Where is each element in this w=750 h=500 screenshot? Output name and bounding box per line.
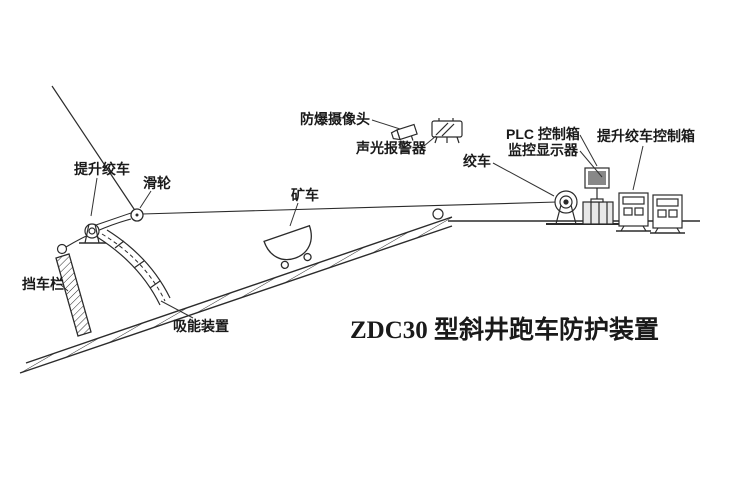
alarm-device-icon [431,118,463,144]
headrope-line [51,85,137,213]
car-barrier-drawing [55,243,92,337]
label-hoist-winch-control-box: 提升绞车控制箱 [597,128,695,144]
diagram-title: ZDC30 型斜井跑车防护装置 [350,315,659,344]
label-winch: 绞车 [463,153,491,169]
energy-absorber-drawing [96,229,171,306]
pulley-drawing [130,208,144,222]
label-plc-box: PLC 控制箱 [506,126,580,142]
label-car-barrier: 挡车栏 [22,276,64,292]
label-hoist-winch: 提升绞车 [74,161,130,177]
winch-drawing [546,190,620,225]
label-energy-absorber: 吸能装置 [173,318,229,334]
camera-device-icon [390,123,418,141]
control-cabinet-1 [616,192,651,232]
guide-sheave [432,208,444,220]
label-mine-car: 矿车 [291,187,319,203]
label-pulley: 滑轮 [143,175,171,191]
label-camera: 防爆摄像头 [300,111,370,127]
haul-rope [141,201,558,215]
leader-lines [59,119,644,319]
incline-track [19,216,453,374]
monitor-drawing [584,167,610,203]
control-cabinet-2 [650,194,685,234]
label-monitor: 监控显示器 [508,142,579,158]
label-alarm: 声光报警器 [355,140,427,156]
hoist-winch-drawing [79,212,132,244]
mine-car-drawing [263,224,312,270]
